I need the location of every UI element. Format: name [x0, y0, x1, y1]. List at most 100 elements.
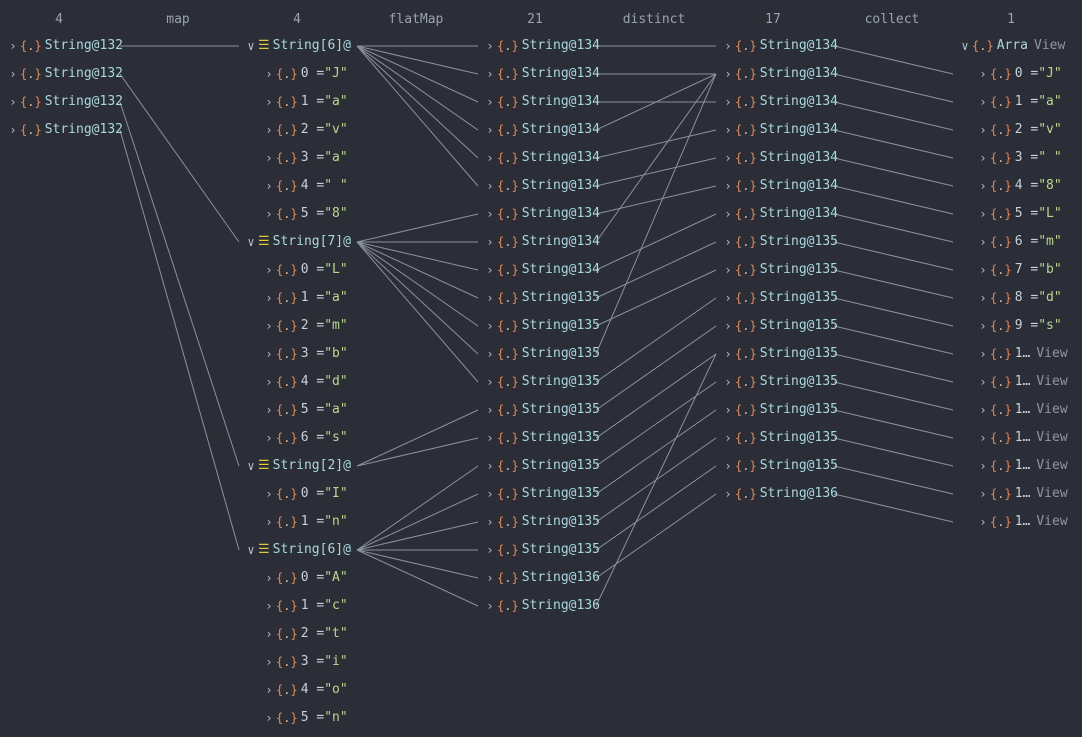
- col3-item[interactable]: ›{.}String@135: [722, 233, 838, 251]
- col3-item[interactable]: ›{.}String@135: [722, 317, 838, 335]
- col3-item[interactable]: ›{.}String@135: [722, 401, 838, 419]
- col3-item[interactable]: ›{.}String@134: [722, 65, 838, 83]
- col3-item[interactable]: ›{.}String@134: [722, 121, 838, 139]
- col2-item[interactable]: ›{.}String@135: [484, 541, 600, 559]
- col3-item[interactable]: ›{.}String@136: [722, 485, 838, 503]
- col3-item[interactable]: ›{.}String@135: [722, 261, 838, 279]
- col2-item[interactable]: ›{.}String@134: [484, 233, 600, 251]
- col1-array-item[interactable]: ∨☰String[6]@: [245, 541, 351, 559]
- col4-array-element[interactable]: ›{.}1…View: [977, 429, 1068, 447]
- view-link[interactable]: View: [1036, 514, 1068, 529]
- col3-item[interactable]: ›{.}String@135: [722, 457, 838, 475]
- col2-item[interactable]: ›{.}String@134: [484, 93, 600, 111]
- col4-array-element[interactable]: ›{.}4 = "8": [977, 177, 1061, 195]
- col2-item[interactable]: ›{.}String@134: [484, 261, 600, 279]
- col3-item[interactable]: ›{.}String@135: [722, 289, 838, 307]
- col4-array-element[interactable]: ›{.}1…View: [977, 485, 1068, 503]
- col1-array-element[interactable]: ›{.}6 = "s": [263, 429, 347, 447]
- view-link[interactable]: View: [1036, 402, 1068, 417]
- col2-item[interactable]: ›{.}String@134: [484, 37, 600, 55]
- col2-item[interactable]: ›{.}String@136: [484, 597, 600, 615]
- col3-item[interactable]: ›{.}String@134: [722, 205, 838, 223]
- view-link[interactable]: View: [1036, 346, 1068, 361]
- col4-array-element[interactable]: ›{.}3 = " ": [977, 149, 1061, 167]
- col1-array-element[interactable]: ›{.}2 = "t": [263, 625, 347, 643]
- col4-array-element[interactable]: ›{.}1 = "a": [977, 93, 1061, 111]
- col2-item[interactable]: ›{.}String@135: [484, 373, 600, 391]
- col1-array-element[interactable]: ›{.}5 = "n": [263, 709, 347, 727]
- col1-array-element[interactable]: ›{.}1 = "n": [263, 513, 347, 531]
- col3-item[interactable]: ›{.}String@134: [722, 177, 838, 195]
- col2-item[interactable]: ›{.}String@135: [484, 457, 600, 475]
- col0-item[interactable]: ›{.}String@132: [7, 93, 123, 111]
- col1-count-header: 4: [293, 12, 301, 27]
- link-line: [595, 409, 717, 495]
- view-link[interactable]: View: [1036, 430, 1068, 445]
- col1-array-element[interactable]: ›{.}1 = "a": [263, 289, 347, 307]
- node-label: String@135: [521, 346, 600, 361]
- col2-item[interactable]: ›{.}String@135: [484, 429, 600, 447]
- col4-array-element[interactable]: ›{.}9 = "s": [977, 317, 1061, 335]
- col4-array-element[interactable]: ›{.}5 = "L": [977, 205, 1061, 223]
- col4-array-element[interactable]: ›{.}7 = "b": [977, 261, 1061, 279]
- col4-array-element[interactable]: ›{.}2 = "v": [977, 121, 1061, 139]
- col1-array-element[interactable]: ›{.}0 = "I": [263, 485, 347, 503]
- col4-array-element[interactable]: ›{.}1…View: [977, 401, 1068, 419]
- col1-array-element[interactable]: ›{.}4 = "o": [263, 681, 347, 699]
- col0-item[interactable]: ›{.}String@132: [7, 121, 123, 139]
- col1-array-element[interactable]: ›{.}4 = " ": [263, 177, 347, 195]
- col3-item[interactable]: ›{.}String@135: [722, 373, 838, 391]
- col2-item[interactable]: ›{.}String@135: [484, 317, 600, 335]
- col1-array-element[interactable]: ›{.}5 = "a": [263, 401, 347, 419]
- view-link[interactable]: View: [1036, 458, 1068, 473]
- col1-array-element[interactable]: ›{.}0 = "L": [263, 261, 347, 279]
- col2-item[interactable]: ›{.}String@135: [484, 345, 600, 363]
- col0-item[interactable]: ›{.}String@132: [7, 37, 123, 55]
- col4-array-element[interactable]: ›{.}1…View: [977, 373, 1068, 391]
- node-label: 1…: [1014, 458, 1031, 473]
- col1-array-element[interactable]: ›{.}0 = "A": [263, 569, 347, 587]
- col1-array-element[interactable]: ›{.}0 = "J": [263, 65, 347, 83]
- col4-array-element[interactable]: ›{.}0 = "J": [977, 65, 1061, 83]
- col3-item[interactable]: ›{.}String@134: [722, 37, 838, 55]
- col2-item[interactable]: ›{.}String@135: [484, 289, 600, 307]
- col4-array-element[interactable]: ›{.}1…View: [977, 345, 1068, 363]
- col3-item[interactable]: ›{.}String@134: [722, 149, 838, 167]
- link-line: [595, 185, 717, 215]
- col1-array-item[interactable]: ∨☰String[7]@: [245, 233, 351, 251]
- col1-array-element[interactable]: ›{.}5 = "8": [263, 205, 347, 223]
- view-link[interactable]: View: [1036, 374, 1068, 389]
- col2-item[interactable]: ›{.}String@134: [484, 65, 600, 83]
- col4-array-element[interactable]: ›{.}8 = "d": [977, 289, 1061, 307]
- object-icon: {.}: [990, 151, 1012, 165]
- col3-item[interactable]: ›{.}String@135: [722, 345, 838, 363]
- col2-item[interactable]: ›{.}String@136: [484, 569, 600, 587]
- col1-array-element[interactable]: ›{.}2 = "v": [263, 121, 347, 139]
- col1-array-element[interactable]: ›{.}2 = "m": [263, 317, 347, 335]
- col2-item[interactable]: ›{.}String@134: [484, 205, 600, 223]
- col1-array-element[interactable]: ›{.}3 = "i": [263, 653, 347, 671]
- col2-item[interactable]: ›{.}String@135: [484, 485, 600, 503]
- col4-array-element[interactable]: ›{.}1…View: [977, 457, 1068, 475]
- col2-item[interactable]: ›{.}String@134: [484, 149, 600, 167]
- col1-array-element[interactable]: ›{.}4 = "d": [263, 373, 347, 391]
- col2-item[interactable]: ›{.}String@135: [484, 401, 600, 419]
- col3-item[interactable]: ›{.}String@135: [722, 429, 838, 447]
- col1-array-element[interactable]: ›{.}1 = "c": [263, 597, 347, 615]
- view-link[interactable]: View: [1034, 38, 1066, 53]
- col0-item[interactable]: ›{.}String@132: [7, 65, 123, 83]
- col2-item[interactable]: ›{.}String@134: [484, 121, 600, 139]
- col1-array-element[interactable]: ›{.}3 = "b": [263, 345, 347, 363]
- col4-array-element[interactable]: ›{.}1…View: [977, 513, 1068, 531]
- col3-item[interactable]: ›{.}String@134: [722, 93, 838, 111]
- col1-array-item[interactable]: ∨☰String[2]@: [245, 457, 351, 475]
- col4-array-element[interactable]: ›{.}6 = "m": [977, 233, 1061, 251]
- col1-array-item[interactable]: ∨☰String[6]@: [245, 37, 351, 55]
- col1-array-element[interactable]: ›{.}1 = "a": [263, 93, 347, 111]
- col2-item[interactable]: ›{.}String@135: [484, 513, 600, 531]
- col2-item[interactable]: ›{.}String@134: [484, 177, 600, 195]
- col1-array-element[interactable]: ›{.}3 = "a": [263, 149, 347, 167]
- chevron-right-icon: ›: [265, 627, 273, 641]
- view-link[interactable]: View: [1036, 486, 1068, 501]
